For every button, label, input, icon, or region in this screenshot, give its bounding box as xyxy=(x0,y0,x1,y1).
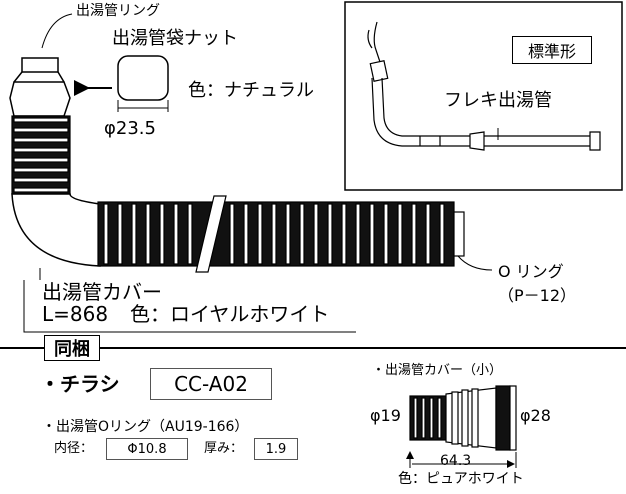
thickness-value: 1.9 xyxy=(254,438,298,460)
flyer-label: ・チラシ xyxy=(40,372,120,396)
flyer-code: CC-A02 xyxy=(150,368,272,400)
cover-label: 出湯管カバー xyxy=(42,280,162,304)
small-cover-title: ・出湯管カバー（小） xyxy=(372,363,503,378)
small-color: 色：ピュアホワイト xyxy=(398,471,524,487)
thickness-label: 厚み： xyxy=(204,441,244,456)
small-right-diameter: φ28 xyxy=(520,406,551,425)
flex-pipe-drawing xyxy=(367,21,601,151)
small-cover-drawing xyxy=(409,385,517,451)
ring-label: 出湯管リング xyxy=(76,3,160,19)
bundled-title: 同梱 xyxy=(44,335,100,361)
small-length: 64.3 xyxy=(440,453,472,469)
oring-label: O リング xyxy=(498,262,564,281)
nut-body xyxy=(9,57,71,117)
inset-frame xyxy=(344,1,623,191)
inner-diameter-value: Φ10.8 xyxy=(106,438,188,460)
oring-part-title: ・出湯管Oリング（AU19-166） xyxy=(42,419,249,435)
small-dim-line xyxy=(410,452,516,468)
bend-section xyxy=(11,193,101,267)
oring-code: （P－12） xyxy=(498,286,577,305)
cover-length: L=868 xyxy=(42,302,109,326)
horizontal-cover xyxy=(97,195,465,273)
nut-label: 出湯管袋ナット xyxy=(112,28,238,49)
nut-callout-shape xyxy=(117,55,169,101)
flex-pipe-label: フレキ出湯管 xyxy=(444,90,552,111)
small-left-diameter: φ19 xyxy=(370,406,401,425)
cover-label-frame xyxy=(23,268,356,333)
nut-dim-line xyxy=(117,100,169,112)
cover-color: 色：ロイヤルホワイト xyxy=(130,302,330,326)
nut-color: 色：ナチュラル xyxy=(188,80,314,101)
ring-leader xyxy=(41,13,73,49)
nut-diameter: φ23.5 xyxy=(104,118,156,139)
standard-type-badge: 標準形 xyxy=(512,36,592,64)
inner-diameter-label: 内径： xyxy=(54,441,94,456)
vertical-cover xyxy=(11,115,71,195)
oring-leader xyxy=(457,255,493,271)
